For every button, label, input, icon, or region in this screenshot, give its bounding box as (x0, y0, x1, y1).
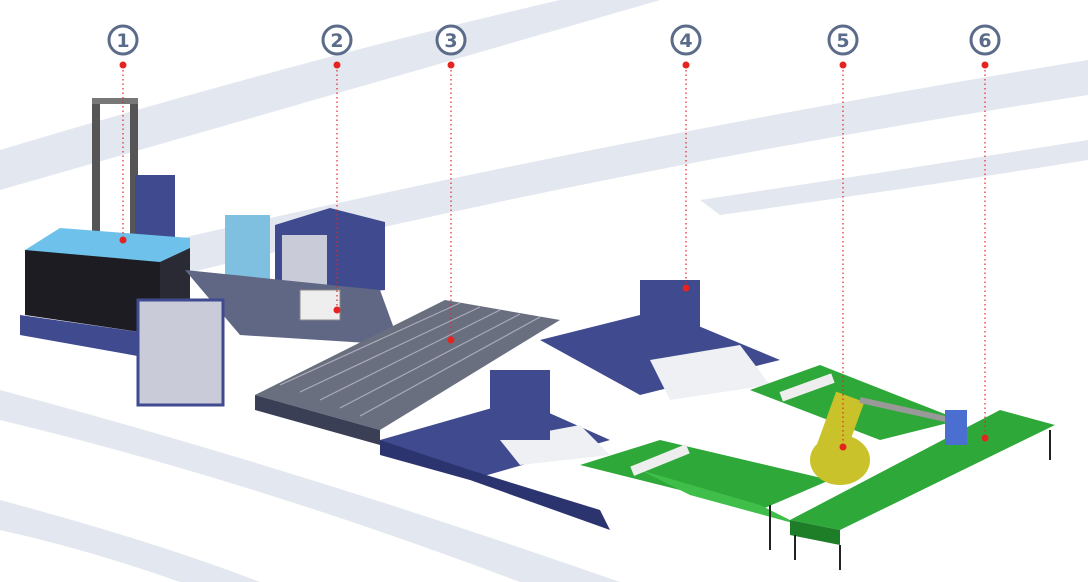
callout-target-marker (447, 336, 455, 344)
callout-top-marker (839, 61, 847, 69)
callout-number: 3 (444, 30, 457, 52)
callout-target-marker (333, 306, 341, 314)
buffer-conveyor (255, 300, 560, 445)
callout-6: 6 (969, 24, 1001, 442)
callout-number: 6 (978, 30, 991, 52)
callout-circle (969, 24, 1001, 56)
callout-top-marker (981, 61, 989, 69)
callout-2: 2 (321, 24, 353, 314)
callout-top-marker (447, 61, 455, 69)
callout-target-marker (119, 236, 127, 244)
callout-number: 5 (836, 30, 849, 52)
callout-4: 4 (670, 24, 702, 292)
processing-station (380, 280, 780, 530)
cutting-station (136, 208, 400, 407)
callouts: 1 2 3 4 5 6 (107, 24, 1001, 451)
callout-circle (670, 24, 702, 56)
callout-circle (435, 24, 467, 56)
callout-number: 2 (330, 30, 343, 52)
callout-5: 5 (827, 24, 859, 451)
robot-arm (810, 391, 967, 485)
callout-circle (321, 24, 353, 56)
callout-target-marker (981, 434, 989, 442)
callout-top-marker (333, 61, 341, 69)
callout-target-marker (839, 443, 847, 451)
callout-circle (107, 24, 139, 56)
callout-number: 4 (679, 30, 692, 52)
callout-number: 1 (116, 30, 129, 52)
callout-top-marker (119, 61, 127, 69)
callout-top-marker (682, 61, 690, 69)
callout-target-marker (682, 284, 690, 292)
callout-1: 1 (107, 24, 139, 244)
callout-3: 3 (435, 24, 467, 344)
callout-circle (827, 24, 859, 56)
